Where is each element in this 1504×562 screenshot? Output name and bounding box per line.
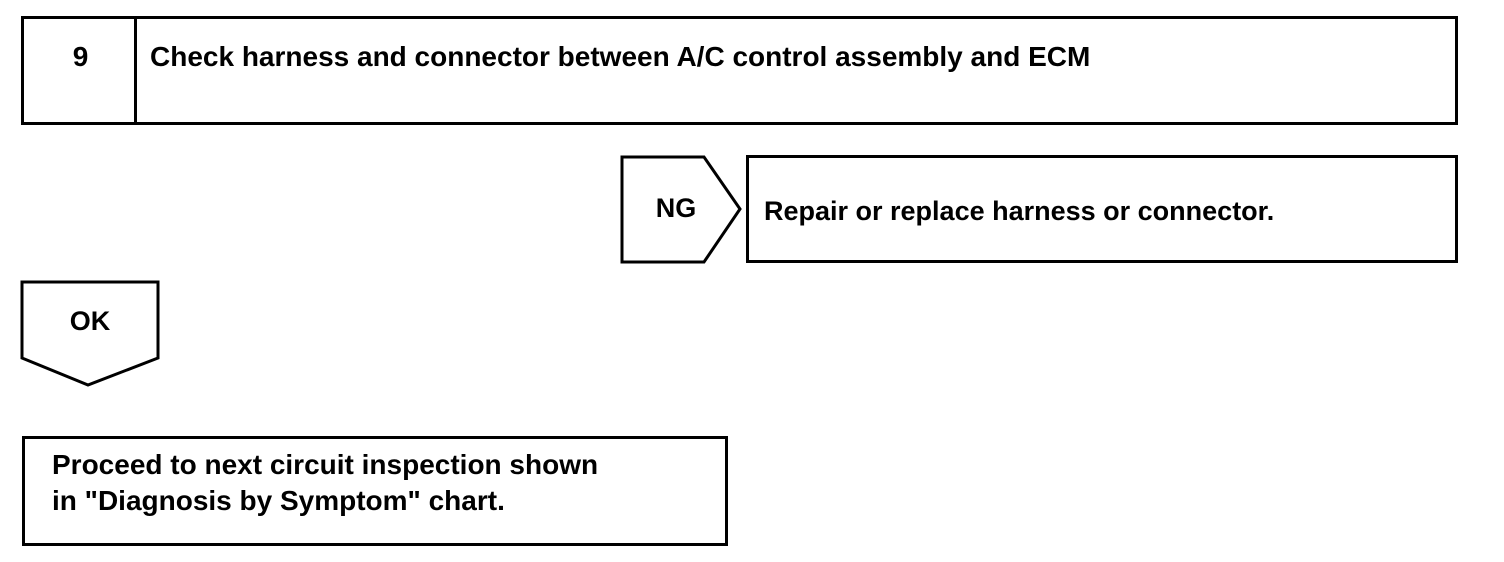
step-number: 9	[72, 41, 89, 72]
ng-label: NG	[655, 193, 697, 223]
step-number-cell: 9	[24, 19, 137, 122]
ok-label: OK	[69, 306, 111, 336]
result-box: Proceed to next circuit inspection shown…	[22, 436, 728, 546]
step-title: Check harness and connector between A/C …	[150, 41, 1091, 72]
result-line-1: Proceed to next circuit inspection shown	[52, 449, 599, 480]
ng-arrow-shape	[620, 155, 742, 264]
ng-action-text: Repair or replace harness or connector.	[764, 196, 1275, 226]
ok-arrow-shape	[20, 280, 160, 387]
ng-action-box: Repair or replace harness or connector.	[746, 155, 1458, 263]
step-box: 9 Check harness and connector between A/…	[21, 16, 1458, 125]
result-line-2: in "Diagnosis by Symptom" chart.	[52, 485, 505, 516]
